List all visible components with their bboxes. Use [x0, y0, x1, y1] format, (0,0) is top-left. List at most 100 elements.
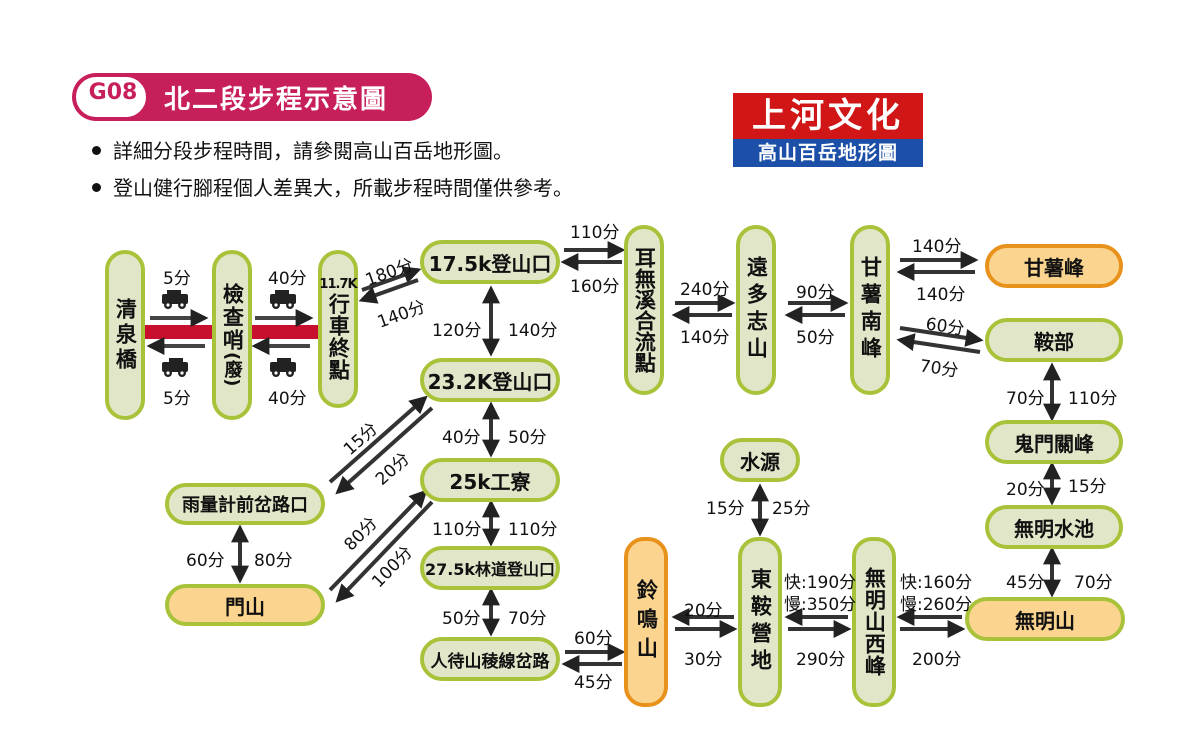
time-label: 140分: [912, 237, 962, 257]
node-renshi-ridge-junction: 人待山稜線岔路: [420, 637, 560, 681]
time-label: 110分: [508, 520, 558, 540]
jeep-icon: [162, 290, 188, 309]
jeep-icon: [270, 290, 296, 309]
arrow-mn-25: [328, 489, 428, 592]
time-label: 40分: [442, 428, 481, 448]
bullet-dot-icon: [92, 183, 101, 192]
node-km: 11.7K: [319, 277, 357, 293]
time-label: 45分: [1006, 573, 1045, 593]
time-label: 快:190分: [784, 573, 857, 593]
time-label: 25分: [772, 499, 811, 519]
node-qingquan-bridge: 清泉橋: [105, 250, 145, 420]
node-label: 清泉橋: [113, 297, 138, 373]
node-er-wuxi-confluence: 耳無溪合流點: [624, 225, 664, 395]
time-label: 120分: [432, 321, 482, 341]
note-bullet-2: 登山健行腳程個人差異大，所載步程時間僅供參考。: [92, 172, 573, 201]
time-label: 70分: [918, 356, 960, 382]
time-label: 40分: [268, 269, 307, 289]
node-label: 甘薯南峰: [858, 256, 883, 364]
node-ganshu-peak: 甘薯峰: [985, 244, 1123, 288]
node-rain-gauge-junction: 雨量計前岔路口: [165, 483, 325, 525]
time-label: 90分: [796, 283, 835, 303]
time-label: 60分: [924, 314, 966, 340]
node-checkpoint: 檢查哨 (廢): [212, 250, 252, 420]
node-ganshu-south-peak: 甘薯南峰: [850, 225, 890, 395]
arrow-an-gsn: [896, 333, 981, 354]
time-label: 20分: [684, 601, 723, 621]
logo-brand: 上河文化: [733, 93, 923, 139]
time-label: 70分: [1006, 389, 1045, 409]
node-menshan: 門山: [165, 584, 325, 626]
arrow-23-yl: [335, 406, 434, 495]
time-label: 50分: [442, 609, 481, 629]
time-label: 70分: [508, 609, 547, 629]
note-text-2: 登山健行腳程個人差異大，所載步程時間僅供參考。: [113, 176, 573, 200]
arrow-end-17: [361, 266, 422, 292]
node-label: 無明山西峰: [862, 567, 887, 677]
time-label: 慢:260分: [900, 595, 973, 615]
road-bar-1: [145, 325, 215, 339]
arrow-17-end: [358, 278, 419, 304]
node-note: (廢): [221, 352, 243, 387]
time-label: 50分: [796, 328, 835, 348]
node-label: 鈴鳴山: [634, 578, 659, 666]
node-label: 檢查哨: [220, 283, 245, 353]
arrow-yl-23: [328, 395, 428, 484]
node-23-2k-trailhead: 23.2K登山口: [420, 358, 560, 402]
jeep-icon: [162, 358, 188, 377]
time-label: 15分: [1068, 477, 1107, 497]
road-bar-2: [250, 325, 320, 339]
time-label: 50分: [508, 428, 547, 448]
note-bullet-1: 詳細分段步程時間，請參閱高山百岳地形圖。: [92, 135, 513, 164]
node-road-end: 11.7K 行車終點: [318, 250, 358, 408]
time-label: 110分: [432, 520, 482, 540]
node-saddle: 鞍部: [985, 318, 1123, 362]
node-17-5k-trailhead: 17.5k登山口: [420, 240, 560, 284]
time-label: 140分: [916, 285, 966, 305]
bullet-dot-icon: [92, 146, 101, 155]
node-lingming-mountain: 鈴鳴山: [624, 537, 668, 707]
node-yuanduozhi: 遠多志山: [736, 225, 776, 395]
time-label: 45分: [574, 673, 613, 693]
time-label: 60分: [186, 551, 225, 571]
time-label: 200分: [912, 650, 962, 670]
title-badge: G08 北二段步程示意圖: [72, 73, 432, 123]
note-text-1: 詳細分段步程時間，請參閱高山百岳地形圖。: [113, 139, 513, 163]
node-guimenguan-peak: 鬼門關峰: [985, 420, 1123, 464]
node-label: 行車終點: [326, 292, 351, 381]
arrow-gsn-an: [899, 326, 984, 347]
time-label: 快:160分: [900, 573, 973, 593]
arrow-25-mn: [335, 500, 434, 603]
time-label: 30分: [684, 650, 723, 670]
time-label: 160分: [570, 277, 620, 297]
node-water-source: 水源: [720, 438, 800, 482]
time-label: 110分: [570, 223, 620, 243]
node-wuming-pond: 無明水池: [985, 505, 1123, 549]
time-label: 110分: [1068, 389, 1118, 409]
time-label: 140分: [680, 328, 730, 348]
time-label: 60分: [574, 629, 613, 649]
time-label: 80分: [254, 551, 293, 571]
time-label: 5分: [163, 269, 191, 289]
node-25k-cabin: 25k工寮: [420, 458, 560, 502]
node-label: 耳無溪合流點: [632, 247, 657, 373]
route-code: G08: [88, 80, 138, 105]
title-code-circle: [74, 75, 148, 119]
logo-subtitle: 高山百岳地形圖: [733, 139, 923, 167]
node-wuming-west-peak: 無明山西峰: [852, 537, 896, 707]
node-wuming-mountain: 無明山: [965, 597, 1125, 641]
jeep-icon: [270, 358, 296, 377]
publisher-logo: 上河文化 高山百岳地形圖: [733, 93, 923, 171]
time-label: 140分: [508, 321, 558, 341]
time-label: 慢:350分: [784, 595, 857, 615]
time-label: 290分: [796, 650, 846, 670]
node-label: 遠多志山: [744, 256, 769, 364]
time-label: 40分: [268, 389, 307, 409]
time-label: 15分: [706, 499, 745, 519]
time-label: 70分: [1074, 573, 1113, 593]
time-label: 20分: [1006, 480, 1045, 500]
node-dongan-camp: 東鞍營地: [738, 537, 782, 707]
time-label: 5分: [163, 389, 191, 409]
node-label: 東鞍營地: [748, 568, 773, 676]
